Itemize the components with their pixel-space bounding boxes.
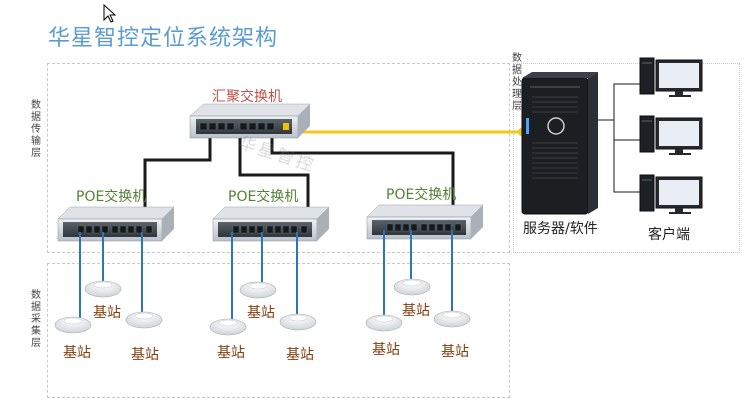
uplink-cable-3 [270, 137, 455, 224]
base-station-label: 基站 [63, 345, 91, 361]
base-station-label: 基站 [247, 305, 275, 321]
client-label: 客户端 [648, 227, 690, 243]
client-links [598, 83, 640, 193]
server-label: 服务器/软件 [523, 221, 598, 237]
transport-layer-box [47, 63, 510, 253]
diagram-title: 华星智控定位系统架构 [48, 26, 279, 51]
collection-layer-box [47, 263, 510, 398]
base-station-label: 基站 [93, 305, 121, 321]
client-workstation-icon [639, 174, 703, 214]
collection-layer-label: 数据采集层 [31, 290, 41, 349]
base-station-label: 基站 [217, 345, 245, 361]
base-station-icon [239, 281, 277, 299]
fiber-link [290, 128, 526, 136]
poe-switch-device-3 [366, 204, 484, 240]
poe-switch-label-1: POE交换机 [76, 189, 147, 205]
uplink-cables [143, 137, 455, 224]
base-station-icon [209, 318, 247, 336]
core-switch-label: 汇聚交换机 [212, 89, 282, 105]
poe-switch-device-2 [212, 206, 330, 242]
client-workstation-icon [639, 115, 703, 155]
base-station-icon [365, 314, 403, 332]
base-station-label: 基站 [441, 344, 469, 360]
transport-layer-label: 数据传输层 [31, 100, 41, 159]
uplink-cable-1 [143, 137, 212, 224]
base-station-icon [125, 311, 163, 329]
base-station-icon [393, 278, 431, 296]
base-station-icon [279, 313, 317, 331]
server-tower-icon [521, 72, 598, 215]
poe-switch-label-2: POE交换机 [228, 189, 299, 205]
uplink-cable-2 [238, 137, 310, 224]
base-station-label: 基站 [131, 347, 159, 363]
base-station-label: 基站 [286, 347, 314, 363]
base-station-label: 基站 [402, 303, 430, 319]
poe-switch-device-1 [57, 206, 175, 242]
base-station-icon [84, 280, 122, 298]
base-station-devices [54, 278, 471, 336]
base-station-icon [433, 310, 471, 328]
base-station-label: 基站 [372, 342, 400, 358]
poe-switch-label-3: POE交换机 [386, 187, 457, 203]
processing-layer-box [513, 63, 740, 253]
downlink-cables [79, 230, 453, 320]
processing-layer-label: 数据处理层 [512, 53, 522, 112]
client-workstation-icon [639, 57, 703, 97]
core-switch-device [189, 103, 311, 139]
base-station-icon [54, 316, 92, 334]
